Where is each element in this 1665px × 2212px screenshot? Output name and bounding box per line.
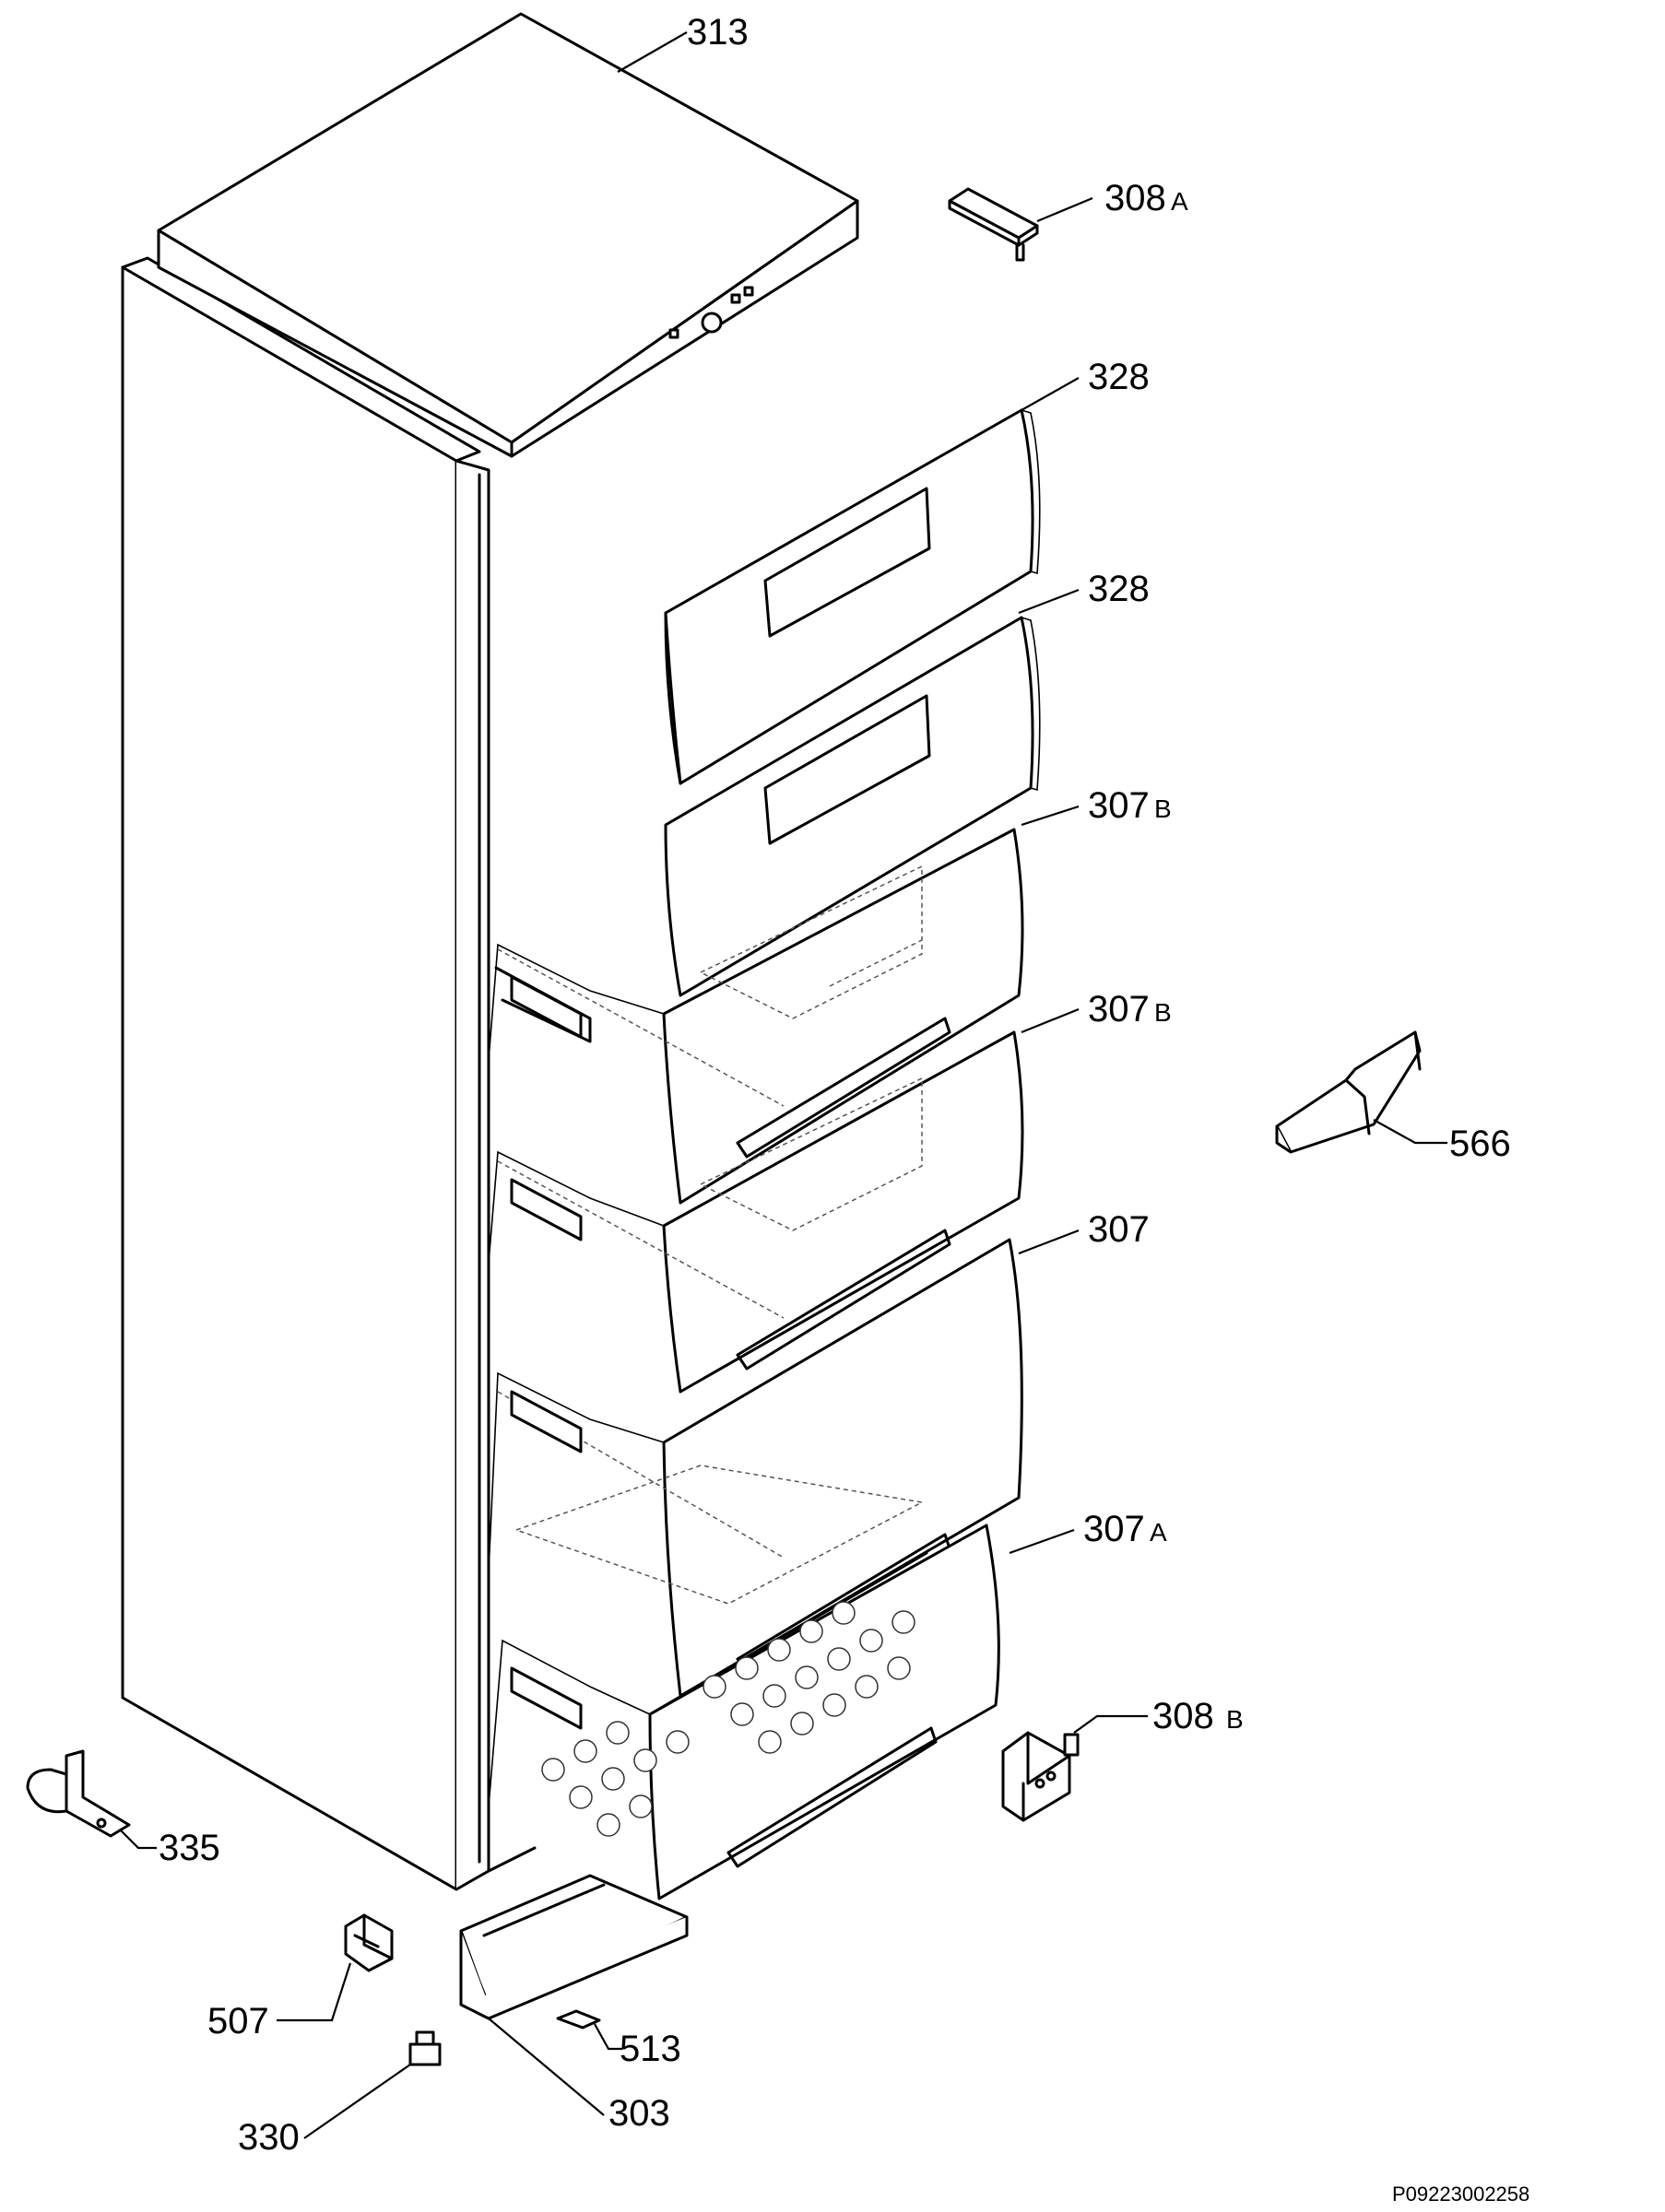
callout-330: 330 — [238, 2117, 300, 2158]
clip-part — [344, 1913, 394, 1972]
callout-suffix: A — [1171, 187, 1188, 216]
upper-hinge — [948, 187, 1039, 262]
drawer-307b-upper — [488, 828, 1024, 1205]
leader-lines — [119, 31, 1447, 2139]
callout-308b: 308 B — [1152, 1696, 1244, 1736]
drawer-307 — [488, 1238, 1023, 1698]
callout-303: 303 — [608, 2093, 670, 2134]
callout-335: 335 — [159, 1828, 220, 1868]
callout-number: 307 — [1088, 989, 1150, 1030]
callout-number: 303 — [608, 2093, 670, 2134]
callout-307: 307 — [1088, 1209, 1150, 1250]
callout-number: 513 — [620, 2029, 681, 2069]
callout-507: 507 — [207, 2001, 269, 2041]
ice-tray-cells — [541, 1601, 915, 1837]
callout-313: 313 — [687, 12, 749, 53]
callout-suffix: B — [1154, 794, 1172, 823]
callout-number: 307 — [1083, 1509, 1145, 1549]
callout-number: 328 — [1088, 569, 1150, 609]
callout-number: 566 — [1449, 1124, 1511, 1164]
callout-307b-upper: 307 B — [1088, 785, 1172, 826]
callout-307a: 307 A — [1083, 1509, 1167, 1549]
callout-suffix: B — [1154, 998, 1172, 1027]
door-handle — [1275, 1030, 1422, 1154]
adjustable-foot — [408, 2030, 442, 2066]
callout-number: 330 — [238, 2117, 300, 2158]
lower-hinge — [1001, 1731, 1080, 1822]
callout-number: 335 — [159, 1828, 220, 1868]
callout-513: 513 — [620, 2029, 681, 2069]
callout-307b-lower: 307 B — [1088, 989, 1172, 1030]
flap-lower — [664, 616, 1041, 997]
flap-upper — [664, 408, 1041, 785]
drawing-reference-code: P09223002258 — [1392, 2183, 1529, 2206]
callout-566: 566 — [1449, 1124, 1511, 1164]
cabinet-body — [121, 256, 537, 1891]
callout-number: 307 — [1088, 785, 1150, 826]
callout-suffix: A — [1150, 1518, 1167, 1547]
drawer-307a — [488, 1524, 1000, 1900]
callout-328-upper: 328 — [1088, 357, 1150, 397]
callout-328-lower: 328 — [1088, 569, 1150, 609]
callout-number: 307 — [1088, 1209, 1150, 1250]
plinth — [459, 1874, 689, 2020]
callout-suffix: B — [1226, 1705, 1244, 1734]
top-cover — [157, 12, 859, 458]
callout-number: 507 — [207, 2001, 269, 2041]
callout-number: 308 — [1104, 178, 1166, 218]
small-tab — [556, 2009, 601, 2030]
drawer-307b-lower — [488, 1030, 1024, 1394]
callout-308a: 308 A — [1104, 178, 1188, 218]
callout-number: 328 — [1088, 357, 1150, 397]
foot-bracket — [26, 1749, 131, 1838]
callout-number: 313 — [687, 12, 749, 53]
callout-number: 308 — [1152, 1696, 1214, 1736]
